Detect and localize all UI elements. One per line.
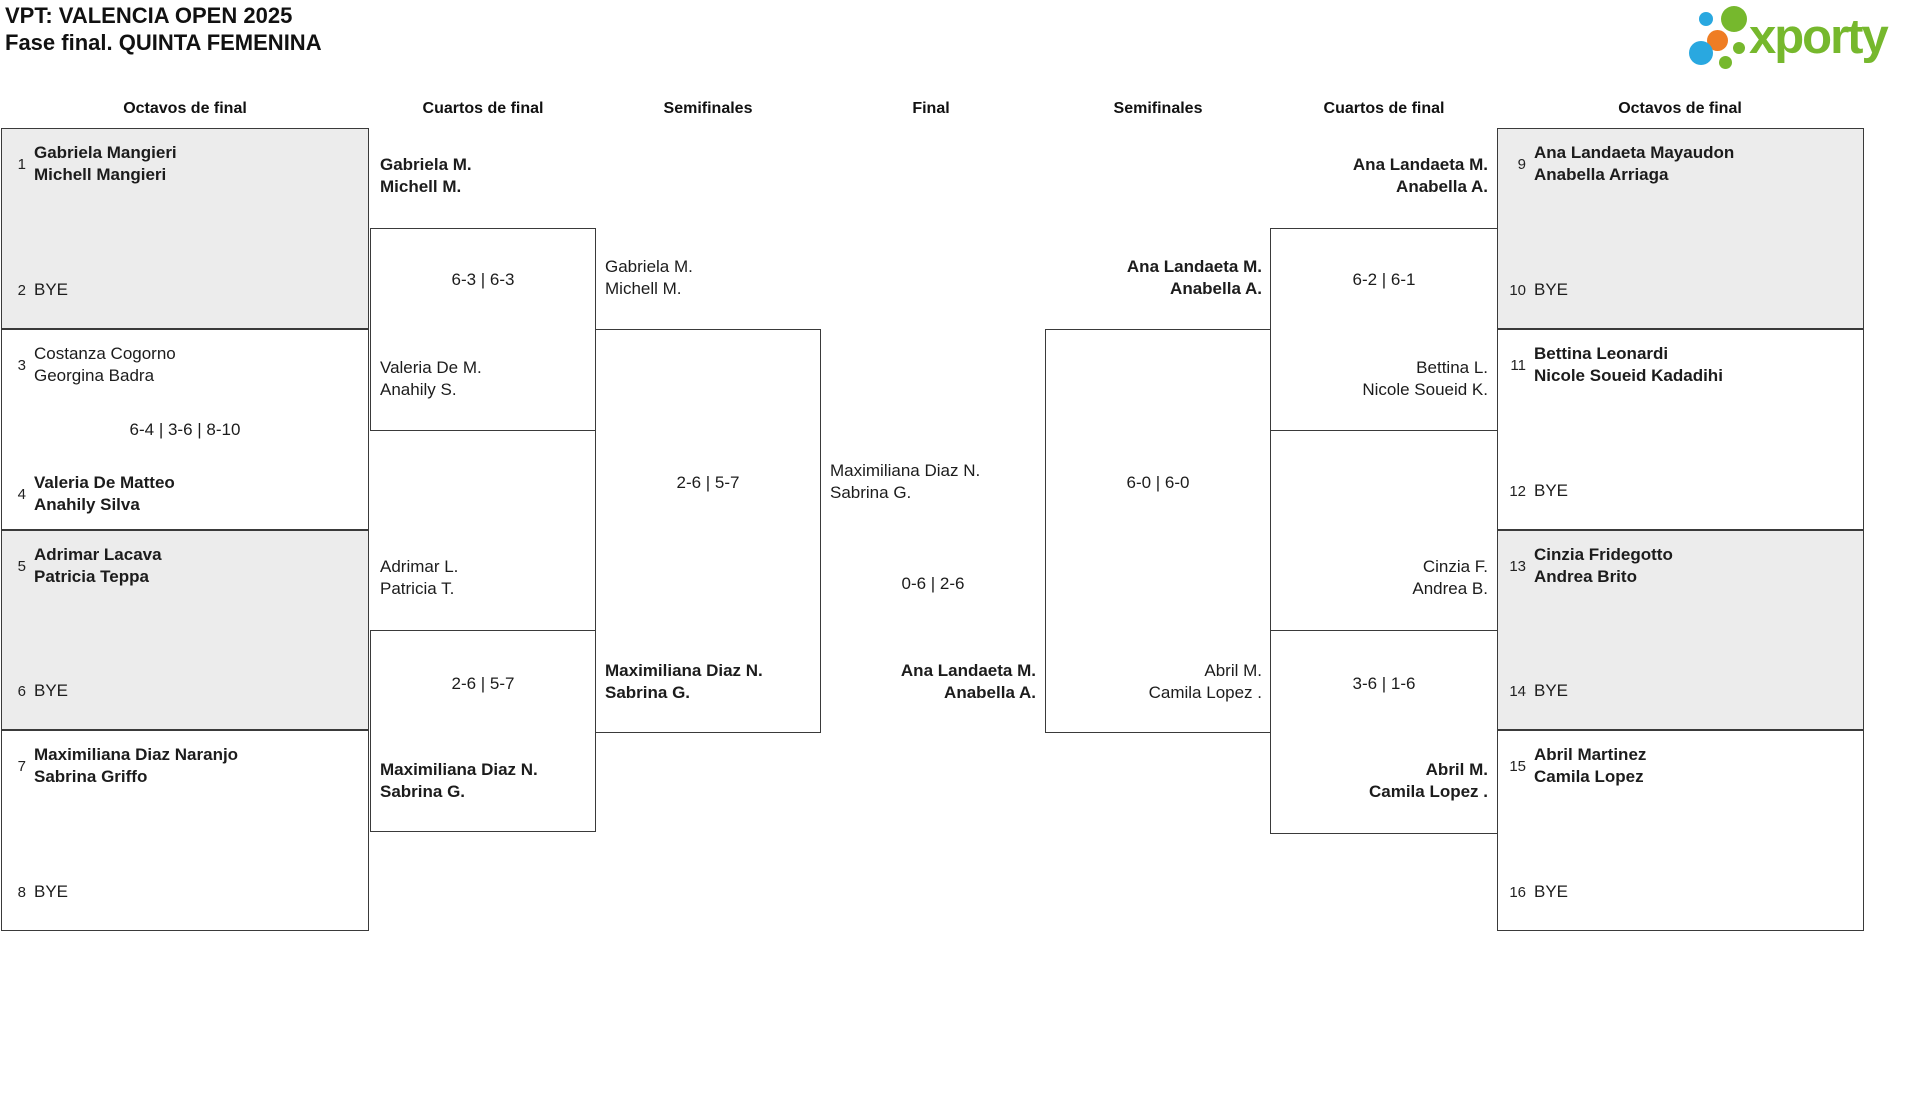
match-score: 6-4 | 3-6 | 8-10 xyxy=(129,419,241,439)
quarterfinal-right-1-box xyxy=(1270,228,1498,431)
octavos-right-match-3: 13 Cinzia Fridegotto Andrea Brito 14 BYE xyxy=(1497,530,1864,730)
bye-label: BYE xyxy=(1534,882,1569,901)
bracket-entry: 8 BYE xyxy=(4,881,68,903)
team-name: Valeria De Matteo Anahily Silva xyxy=(34,473,175,514)
seed-number: 5 xyxy=(17,557,26,575)
octavos-right-match-4: 15 Abril Martinez Camila Lopez 16 BYE xyxy=(1497,730,1864,931)
octavos-left-match-2: 3 Costanza Cogorno Georgina Badra 6-4 | … xyxy=(1,329,369,530)
round-header-semis-left: Semifinales xyxy=(663,100,753,117)
bracket-entry: 9 Ana Landaeta Mayaudon Anabella Arriaga xyxy=(1504,142,1735,186)
bracket-entry: 14 BYE xyxy=(1504,680,1568,702)
tournament-title: VPT: VALENCIA OPEN 2025 xyxy=(5,3,293,28)
round-header-octavos-right: Octavos de final xyxy=(1618,100,1742,117)
octavos-left-match-4: 7 Maximiliana Diaz Naranjo Sabrina Griff… xyxy=(1,730,369,931)
round-header-cuartos-left: Cuartos de final xyxy=(422,100,544,117)
seed-number: 6 xyxy=(17,682,26,700)
logo-dot-icon xyxy=(1707,30,1728,51)
octavos-right-match-1: 9 Ana Landaeta Mayaudon Anabella Arriaga… xyxy=(1497,128,1864,329)
team-name: Cinzia F. Andrea B. xyxy=(1412,557,1488,598)
seed-number: 2 xyxy=(17,281,26,299)
bye-label: BYE xyxy=(34,280,69,299)
team-name: Abril Martinez Camila Lopez xyxy=(1534,745,1647,786)
match-score: 6-0 | 6-0 xyxy=(1126,473,1190,492)
bracket-entry: 13 Cinzia Fridegotto Andrea Brito xyxy=(1504,544,1673,588)
seed-number: 8 xyxy=(17,883,26,901)
bye-label: BYE xyxy=(34,882,69,901)
bracket-entry: 2 BYE xyxy=(4,279,68,301)
seed-number: 15 xyxy=(1509,757,1526,775)
team-name: Abril M. Camila Lopez . xyxy=(1148,661,1262,702)
bye-label: BYE xyxy=(1534,681,1569,700)
logo-dot-icon xyxy=(1689,41,1713,65)
tournament-title-block: VPT: VALENCIA OPEN 2025 Fase final. QUIN… xyxy=(5,2,322,56)
bracket-subtitle: Fase final. QUINTA FEMENINA xyxy=(5,30,322,55)
octavos-left-match-3: 5 Adrimar Lacava Patricia Teppa 6 BYE xyxy=(1,530,369,730)
seed-number: 4 xyxy=(17,485,26,503)
team-name: Ana Landaeta M. Anabella A. xyxy=(1126,257,1262,298)
team-name: Adrimar L. Patricia T. xyxy=(380,557,459,598)
logo-dot-icon xyxy=(1721,6,1747,32)
bye-label: BYE xyxy=(1534,280,1569,299)
seed-number: 10 xyxy=(1509,281,1526,299)
team-name: Costanza Cogorno Georgina Badra xyxy=(34,344,176,385)
match-score: 6-3 | 6-3 xyxy=(451,270,515,289)
seed-number: 9 xyxy=(1517,155,1526,173)
match-score: 2-6 | 5-7 xyxy=(676,473,740,492)
team-name: Bettina Leonardi Nicole Soueid Kadadihi xyxy=(1534,344,1723,385)
bye-label: BYE xyxy=(34,681,69,700)
team-name: Valeria De M. Anahily S. xyxy=(380,358,482,399)
bracket-entry: 3 Costanza Cogorno Georgina Badra xyxy=(4,343,176,387)
team-name: Maximiliana Diaz N. Sabrina G. xyxy=(830,461,981,502)
seed-number: 12 xyxy=(1509,482,1526,500)
team-name: Gabriela M. Michell M. xyxy=(605,257,693,298)
bracket-entry: 5 Adrimar Lacava Patricia Teppa xyxy=(4,544,162,588)
team-name: Maximiliana Diaz N. Sabrina G. xyxy=(380,760,538,801)
seed-number: 7 xyxy=(17,757,26,775)
team-name: Ana Landaeta M. Anabella A. xyxy=(900,661,1036,702)
logo-dot-icon xyxy=(1733,42,1745,54)
match-score: 3-6 | 1-6 xyxy=(1352,674,1416,693)
bracket-entry: 10 BYE xyxy=(1504,279,1568,301)
match-score: 2-6 | 5-7 xyxy=(451,674,515,693)
seed-number: 13 xyxy=(1509,557,1526,575)
seed-number: 14 xyxy=(1509,682,1526,700)
match-score: 0-6 | 2-6 xyxy=(901,574,965,593)
logo-dot-icon xyxy=(1719,56,1732,69)
seed-number: 3 xyxy=(17,356,26,374)
team-name: Maximiliana Diaz Naranjo Sabrina Griffo xyxy=(34,745,239,786)
round-header-octavos-left: Octavos de final xyxy=(123,100,247,117)
round-header-semis-right: Semifinales xyxy=(1113,100,1203,117)
bracket-entry: 7 Maximiliana Diaz Naranjo Sabrina Griff… xyxy=(4,744,238,788)
team-name: Ana Landaeta M. Anabella A. xyxy=(1352,155,1488,196)
team-name: Bettina L. Nicole Soueid K. xyxy=(1362,358,1488,399)
team-name: Ana Landaeta Mayaudon Anabella Arriaga xyxy=(1534,143,1735,184)
team-name: Maximiliana Diaz N. Sabrina G. xyxy=(605,661,763,702)
logo-wordmark: xporty xyxy=(1749,10,1889,64)
team-name: Cinzia Fridegotto Andrea Brito xyxy=(1534,545,1673,586)
seed-number: 1 xyxy=(17,155,26,173)
bracket-entry: 16 BYE xyxy=(1504,881,1568,903)
team-name: Adrimar Lacava Patricia Teppa xyxy=(34,545,162,586)
octavos-left-match-1: 1 Gabriela Mangieri Michell Mangieri 2 B… xyxy=(1,128,369,329)
bracket-entry: 6 BYE xyxy=(4,680,68,702)
quarterfinal-right-2-box xyxy=(1270,630,1498,834)
bracket-entry: 4 Valeria De Matteo Anahily Silva xyxy=(4,472,175,516)
bracket-entry: 15 Abril Martinez Camila Lopez xyxy=(1504,744,1646,788)
logo-dot-icon xyxy=(1699,12,1713,26)
semifinal-left-box xyxy=(595,329,821,733)
bracket-entry: 11 Bettina Leonardi Nicole Soueid Kadadi… xyxy=(1504,343,1723,387)
octavos-right-match-2: 11 Bettina Leonardi Nicole Soueid Kadadi… xyxy=(1497,329,1864,530)
bracket-entry: 12 BYE xyxy=(1504,480,1568,502)
bye-label: BYE xyxy=(1534,481,1569,500)
match-score: 6-2 | 6-1 xyxy=(1352,270,1416,289)
team-name: Gabriela M. Michell M. xyxy=(380,155,472,196)
round-header-cuartos-right: Cuartos de final xyxy=(1323,100,1445,117)
seed-number: 16 xyxy=(1509,883,1526,901)
semifinal-right-box xyxy=(1045,329,1271,733)
team-name: Abril M. Camila Lopez . xyxy=(1368,760,1488,801)
round-header-final: Final xyxy=(912,100,950,117)
bracket-entry: 1 Gabriela Mangieri Michell Mangieri xyxy=(4,142,177,186)
team-name: Gabriela Mangieri Michell Mangieri xyxy=(34,143,177,184)
seed-number: 11 xyxy=(1510,356,1526,374)
